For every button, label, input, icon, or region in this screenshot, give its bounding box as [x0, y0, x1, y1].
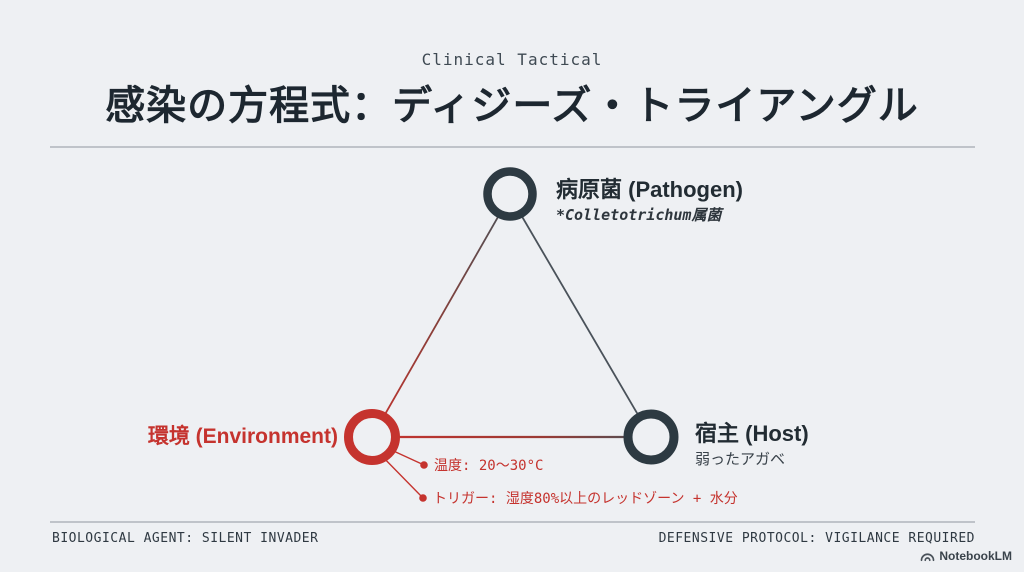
kicker: Clinical Tactical — [421, 50, 603, 69]
title-divider — [50, 146, 975, 148]
footer-left-text: BIOLOGICAL AGENT: SILENT INVADER — [52, 531, 319, 546]
notebooklm-brand: NotebookLM — [920, 549, 1012, 563]
environment-label: 環境 (Environment) — [147, 425, 338, 448]
environment-node-circle — [344, 409, 400, 465]
pathogen-sublabel: *Colletotrichum属菌 — [556, 206, 722, 224]
pathogen-node-circle — [483, 167, 537, 221]
edge-pathogen-host — [509, 195, 652, 438]
annotation-bullet-1 — [420, 461, 428, 469]
edge-pathogen-environment — [371, 195, 511, 438]
pathogen-label: 病原菌 (Pathogen) — [556, 177, 743, 202]
page-title: 感染の方程式：ディジーズ・トライアングル — [105, 84, 919, 128]
annotation-trigger: トリガー: 湿度80%以上のレッドゾーン + 水分 — [433, 491, 738, 507]
host-node-circle — [623, 409, 679, 465]
annotation-bullet-2 — [419, 494, 427, 502]
host-label: 宿主 (Host) — [695, 421, 809, 446]
notebooklm-logo-icon — [920, 551, 935, 562]
notebooklm-brand-label: NotebookLM — [939, 549, 1012, 563]
annotation-temperature: 温度: 20〜30°C — [434, 458, 544, 474]
footer-right-text: DEFENSIVE PROTOCOL: VIGILANCE REQUIRED — [658, 531, 975, 546]
footer-divider — [50, 521, 975, 523]
host-sublabel: 弱ったアガベ — [695, 451, 786, 468]
